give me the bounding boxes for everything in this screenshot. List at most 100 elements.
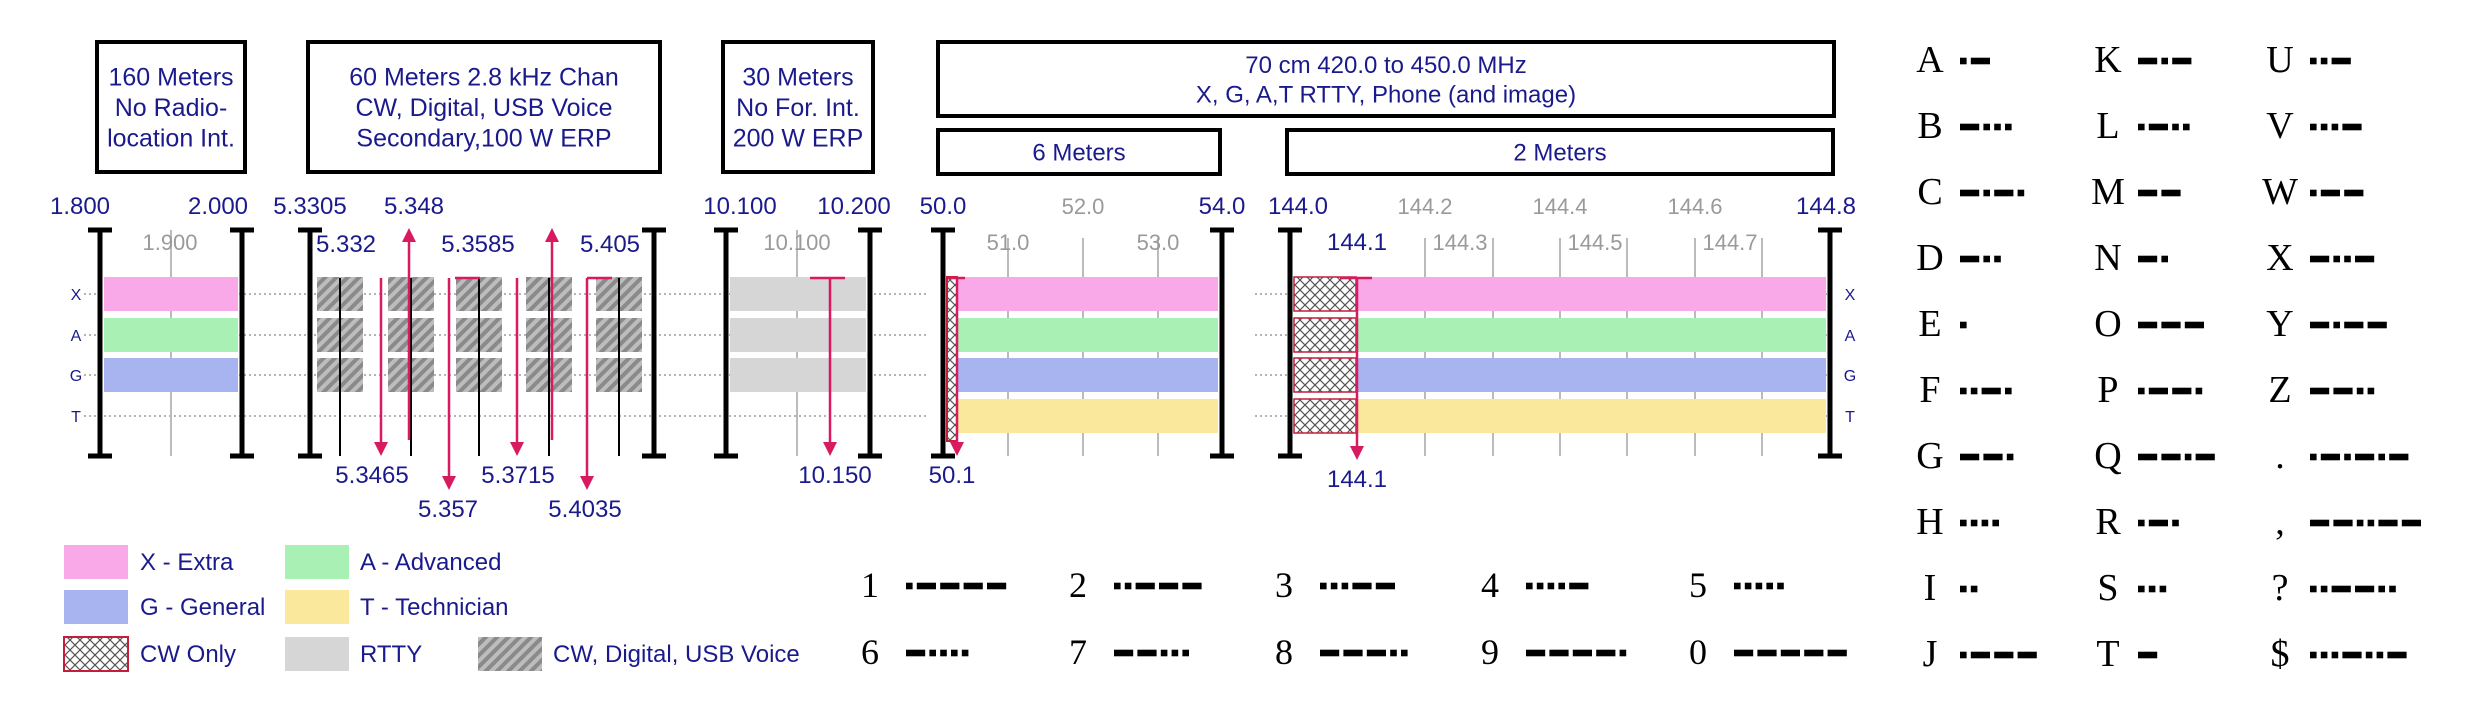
letter-code	[2310, 387, 2375, 395]
morse-dot	[1734, 582, 1741, 590]
morse-dash	[1596, 649, 1616, 657]
morse-dash	[2389, 453, 2409, 461]
letter-code	[1960, 123, 2012, 131]
letter-code	[2138, 453, 2215, 461]
digit-char: 0	[1689, 632, 1707, 672]
morse-dot	[2356, 387, 2364, 395]
cw-only-segment	[1293, 317, 1357, 353]
letter-char: T	[2096, 633, 2119, 675]
morse-dot	[1182, 649, 1189, 657]
letter-char: ?	[2272, 567, 2289, 609]
digit-code	[906, 582, 1007, 590]
band-fill-2m	[1294, 399, 1826, 433]
cw-only-segment	[1293, 398, 1357, 434]
morse-dot	[1960, 57, 1967, 65]
morse-dash	[2138, 255, 2158, 263]
legend-swatch-extra	[64, 545, 128, 579]
morse-dash	[2378, 519, 2398, 527]
edge-label: 2.000	[188, 193, 248, 220]
letter-char: B	[1917, 105, 1942, 147]
inner-label: 53.0	[1137, 230, 1180, 255]
morse-dot	[1994, 123, 2001, 131]
morse-dot	[2148, 585, 2156, 593]
morse-dash	[1352, 582, 1372, 590]
morse-dot	[2172, 519, 2179, 527]
legend-swatch-cwdig	[478, 637, 542, 671]
morse-dash	[2138, 189, 2158, 197]
morse-dash	[2148, 519, 2168, 527]
title-box-60m-text: 60 Meters 2.8 kHz Chan	[349, 64, 619, 92]
inner-label: 1.900	[142, 230, 197, 255]
morse-dot	[2138, 519, 2145, 527]
morse-dash	[2017, 651, 2037, 659]
morse-dot	[2378, 585, 2385, 593]
morse-dash	[2310, 255, 2330, 263]
letter-char: V	[2266, 105, 2294, 147]
edge-label: 10.200	[817, 193, 890, 220]
morse-dash	[2342, 123, 2362, 131]
morse-dot	[1970, 387, 1978, 395]
morse-dash	[2320, 453, 2340, 461]
edge-label: 144.0	[1268, 193, 1328, 220]
title-box-60m	[306, 40, 662, 174]
morse-dash	[2148, 387, 2168, 395]
morse-dash	[1970, 57, 1990, 65]
morse-dot	[1619, 649, 1627, 657]
morse-dot	[906, 582, 913, 590]
morse-dash	[2172, 387, 2192, 395]
letter-code	[2138, 321, 2204, 329]
inner-label: 10.100	[763, 230, 830, 255]
title-box-70cm-text: X, G, A,T RTTY, Phone (and image)	[1196, 81, 1576, 108]
marker-arrow-head	[580, 476, 594, 490]
morse-dash	[1159, 582, 1179, 590]
letter-char: X	[2266, 237, 2293, 279]
letter-code	[2310, 189, 2364, 197]
title-box-30m-text: No For. Int.	[736, 94, 860, 122]
morse-dash	[1960, 123, 1980, 131]
morse-dot	[2159, 585, 2167, 593]
morse-dash	[1983, 453, 2003, 461]
morse-dash	[1960, 255, 1980, 263]
digit-char: 2	[1069, 565, 1087, 605]
band-fill-6m	[947, 358, 1218, 392]
morse-dot	[2367, 519, 2375, 527]
digit-char: 5	[1689, 565, 1707, 605]
letter-code	[2310, 519, 2421, 527]
bottom-label: 10.150	[798, 462, 871, 489]
morse-dash	[987, 582, 1007, 590]
sub-label: 5.3585	[441, 231, 514, 258]
bottom-label: 5.357	[418, 496, 478, 523]
letter-code	[1960, 585, 1978, 593]
bottom-label: 144.1	[1327, 466, 1387, 493]
morse-dot	[2310, 453, 2317, 461]
sub-label: 5.332	[316, 231, 376, 258]
digit-code	[1734, 649, 1847, 657]
legend-label-extra: X - Extra	[140, 549, 234, 576]
inner-label: 144.5	[1567, 230, 1622, 255]
band-fill-160m	[104, 358, 238, 392]
digit-char: 8	[1275, 632, 1293, 672]
morse-dot	[2161, 255, 2168, 263]
band-fill-30m	[730, 358, 866, 392]
bottom-label: 5.3715	[481, 462, 554, 489]
class-row-letter-left: X	[71, 287, 82, 304]
morse-dash	[1569, 582, 1589, 590]
morse-dot	[929, 649, 936, 657]
letter-char: C	[1917, 171, 1942, 213]
legend-swatch-cw	[63, 636, 129, 672]
morse-dot	[1744, 582, 1752, 590]
morse-dash	[1827, 649, 1847, 657]
title-box-160m-text: 160 Meters	[108, 64, 233, 92]
morse-dot	[2310, 585, 2317, 593]
letter-code	[2310, 57, 2351, 65]
morse-dot	[940, 649, 947, 657]
morse-dot	[2331, 651, 2339, 659]
letter-code	[2138, 519, 2179, 527]
title-box-70cm-text: 70 cm 420.0 to 450.0 MHz	[1245, 52, 1526, 79]
morse-dot	[2333, 321, 2340, 329]
morse-dot	[2310, 57, 2317, 65]
legend-swatch-technician	[285, 590, 349, 624]
morse-dash	[963, 582, 983, 590]
morse-dash	[1757, 649, 1777, 657]
